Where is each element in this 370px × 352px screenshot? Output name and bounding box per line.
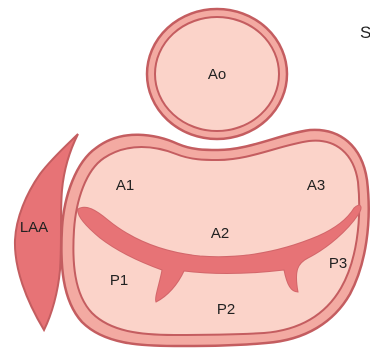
aorta: Ao — [147, 9, 287, 139]
scallop-label-p3: P3 — [329, 255, 347, 272]
scallop-label-p2: P2 — [217, 301, 235, 318]
scallop-label-a3: A3 — [307, 177, 325, 194]
left-atrial-appendage-label: LAA — [20, 219, 48, 236]
corner-text-fragment: S — [360, 23, 370, 42]
scallop-label-a1: A1 — [116, 177, 134, 194]
scallop-label-p1: P1 — [110, 272, 128, 289]
scallop-label-a2: A2 — [211, 225, 229, 242]
aorta-label: Ao — [208, 66, 226, 83]
